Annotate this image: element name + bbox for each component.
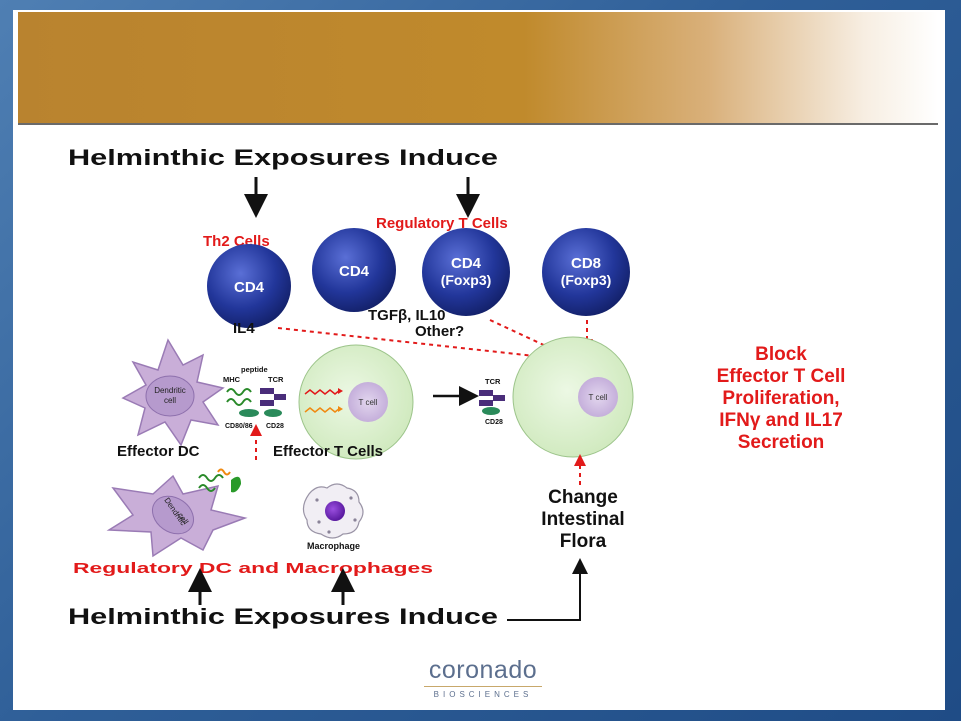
signal-wave-orange <box>304 407 341 413</box>
treg-cd4-cell <box>312 228 396 312</box>
mhc-peptide-icon <box>226 388 252 406</box>
treg-cd8-foxp3-text-1: CD8 <box>571 255 601 272</box>
treg-cd4-foxp3-text-1: CD4 <box>451 255 482 272</box>
macrophage-granule-5 <box>327 530 331 534</box>
macrophage-nucleus <box>325 501 345 521</box>
macrophage-granule-2 <box>349 496 353 500</box>
target-tcr-label: TCR <box>485 377 501 386</box>
il4-dotted-arrow <box>277 327 559 364</box>
mhc-label: MHC <box>223 375 241 384</box>
macrophage-granule-3 <box>353 518 357 522</box>
macrophage-granule-1 <box>315 498 319 502</box>
logo-subtitle: BIOSCIENCES <box>433 690 533 699</box>
outcome-line-3: Proliferation, <box>722 388 839 409</box>
tgf-il10-label: TGFβ, IL10 <box>368 307 446 324</box>
treg-cd8-foxp3-cell <box>542 228 630 316</box>
cd28-label: CD28 <box>266 423 284 430</box>
outcome-line-2: Effector T Cell <box>717 366 846 387</box>
regulatory-t-cells-label: Regulatory T Cells <box>376 215 508 232</box>
target-t-cell <box>512 336 634 458</box>
outcome-line-4: IFNγ and IL17 <box>719 410 843 431</box>
regulatory-dc-orange-receptor-icon <box>217 468 231 476</box>
effector-t-cells-caption: Effector T Cells <box>273 443 383 460</box>
treg-cd4-text: CD4 <box>339 263 370 280</box>
flora-line-2: Intestinal <box>541 509 624 530</box>
effector-t-cell-nucleus <box>348 382 388 422</box>
regulatory-dc-receptor-icon <box>198 474 224 492</box>
regulatory-dc-leaf-icon <box>231 476 241 493</box>
cd28-icon <box>264 409 282 417</box>
slide: Helminthic Exposures Induce Regulatory T… <box>13 10 945 710</box>
treg-cd4-foxp3-text-2: (Foxp3) <box>441 272 492 288</box>
cd80-86-label: CD80/86 <box>225 423 253 430</box>
target-cd28-label: CD28 <box>485 419 503 426</box>
regulatory-dc-caption: Regulatory DC and Macrophages <box>73 560 433 577</box>
header-divider <box>18 123 938 125</box>
il4-label: IL4 <box>233 320 255 337</box>
arrow-to-flora <box>507 558 588 621</box>
target-t-cell-text: T cell <box>589 393 608 402</box>
heading-bottom: Helminthic Exposures Induce <box>68 604 498 629</box>
th2-cd4-text: CD4 <box>234 279 265 296</box>
effector-dc-text-2: cell <box>164 396 176 405</box>
treg-cd8-foxp3-text-2: (Foxp3) <box>561 272 612 288</box>
tcr-label: TCR <box>268 375 284 384</box>
coronado-logo: coronado BIOSCIENCES <box>418 656 548 699</box>
signal-wave-red <box>304 389 341 395</box>
th2-cd4-cell <box>207 244 291 328</box>
signal-wave-red-head <box>338 388 343 394</box>
heading-top: Helminthic Exposures Induce <box>68 145 498 170</box>
outcome-line-5: Secretion <box>738 432 825 453</box>
header-bar <box>18 12 938 123</box>
treg-cd4-foxp3-cell <box>422 228 510 316</box>
target-tcr-receptor-icon <box>479 390 505 406</box>
macrophage-label: Macrophage <box>307 541 360 551</box>
effector-dc-nucleus <box>145 375 195 417</box>
immune-diagram: Helminthic Exposures Induce Regulatory T… <box>68 145 846 629</box>
flora-line-1: Change <box>548 487 618 508</box>
outcome-line-1: Block <box>755 344 807 365</box>
effector-t-cell-text: T cell <box>359 398 378 407</box>
tcr-receptor-icon <box>260 388 286 406</box>
target-t-cell-nucleus <box>578 377 618 417</box>
logo-name: coronado <box>428 656 538 684</box>
effector-dc-text-1: Dendritic <box>154 386 186 395</box>
cd80-86-icon <box>239 409 259 417</box>
target-cd28-icon <box>482 407 500 415</box>
macrophage-granule-4 <box>317 520 321 524</box>
logo-divider <box>424 686 542 687</box>
effector-dc-caption: Effector DC <box>117 443 200 460</box>
other-label: Other? <box>415 323 464 340</box>
signal-wave-orange-head <box>338 406 343 412</box>
regulatory-dc-nucleus <box>152 495 194 535</box>
flora-line-3: Flora <box>560 531 607 552</box>
peptide-label: peptide <box>241 365 268 374</box>
